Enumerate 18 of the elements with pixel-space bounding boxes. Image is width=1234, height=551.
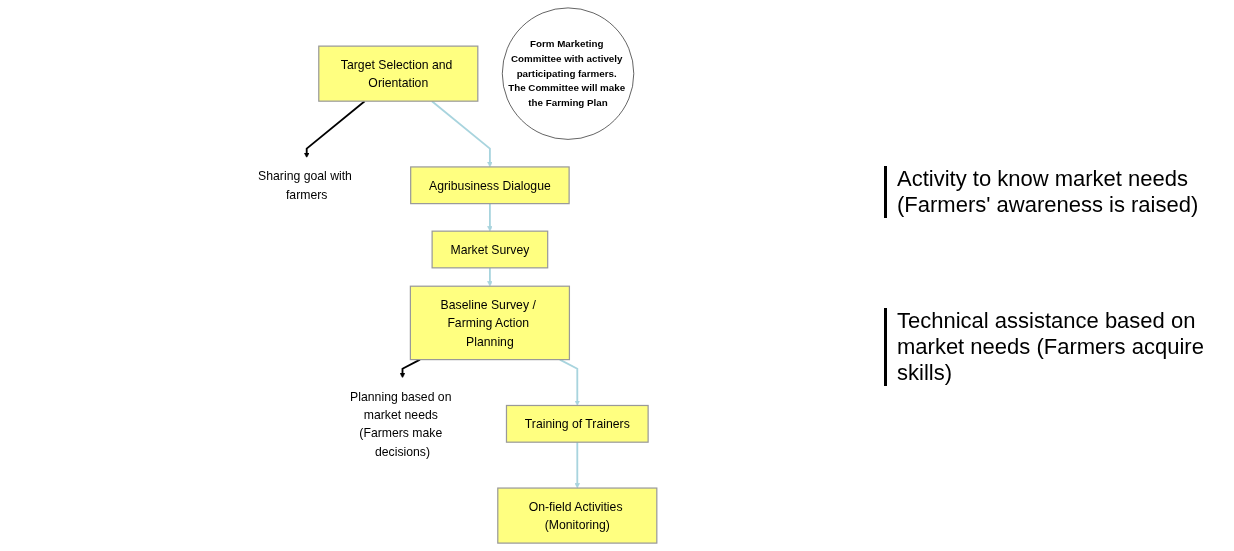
node-box: Market Survey [431, 230, 549, 269]
arrow [558, 358, 580, 406]
node-text: Sharing goal with farmers [258, 169, 352, 202]
node-box: Agribusiness Dialogue [410, 166, 570, 205]
node-box: Target Selection and Orientation [318, 45, 479, 102]
node-circle: Form Marketing Committee with actively participating farmers. The Committee will make the Farming Plan [501, 7, 635, 140]
arrow [574, 441, 580, 489]
node-box: On-field Activities (Monitoring) [497, 487, 658, 544]
bracket-note: Technical assistance based on market needs (Farmers acquire skills) [884, 307, 1214, 386]
arrow [487, 266, 493, 287]
node-box: Training of Trainers [505, 404, 649, 443]
arrow [487, 202, 493, 232]
node-text: Planning based on market needs (Farmers make decisions) [350, 389, 452, 459]
arrow [399, 358, 421, 379]
node-box: Baseline Survey / Farming Action Planning [409, 285, 571, 361]
arrow [431, 100, 493, 168]
bracket-note: Activity to know market needs (Farmers' awareness is raised) [884, 165, 1214, 218]
arrow [304, 100, 366, 158]
